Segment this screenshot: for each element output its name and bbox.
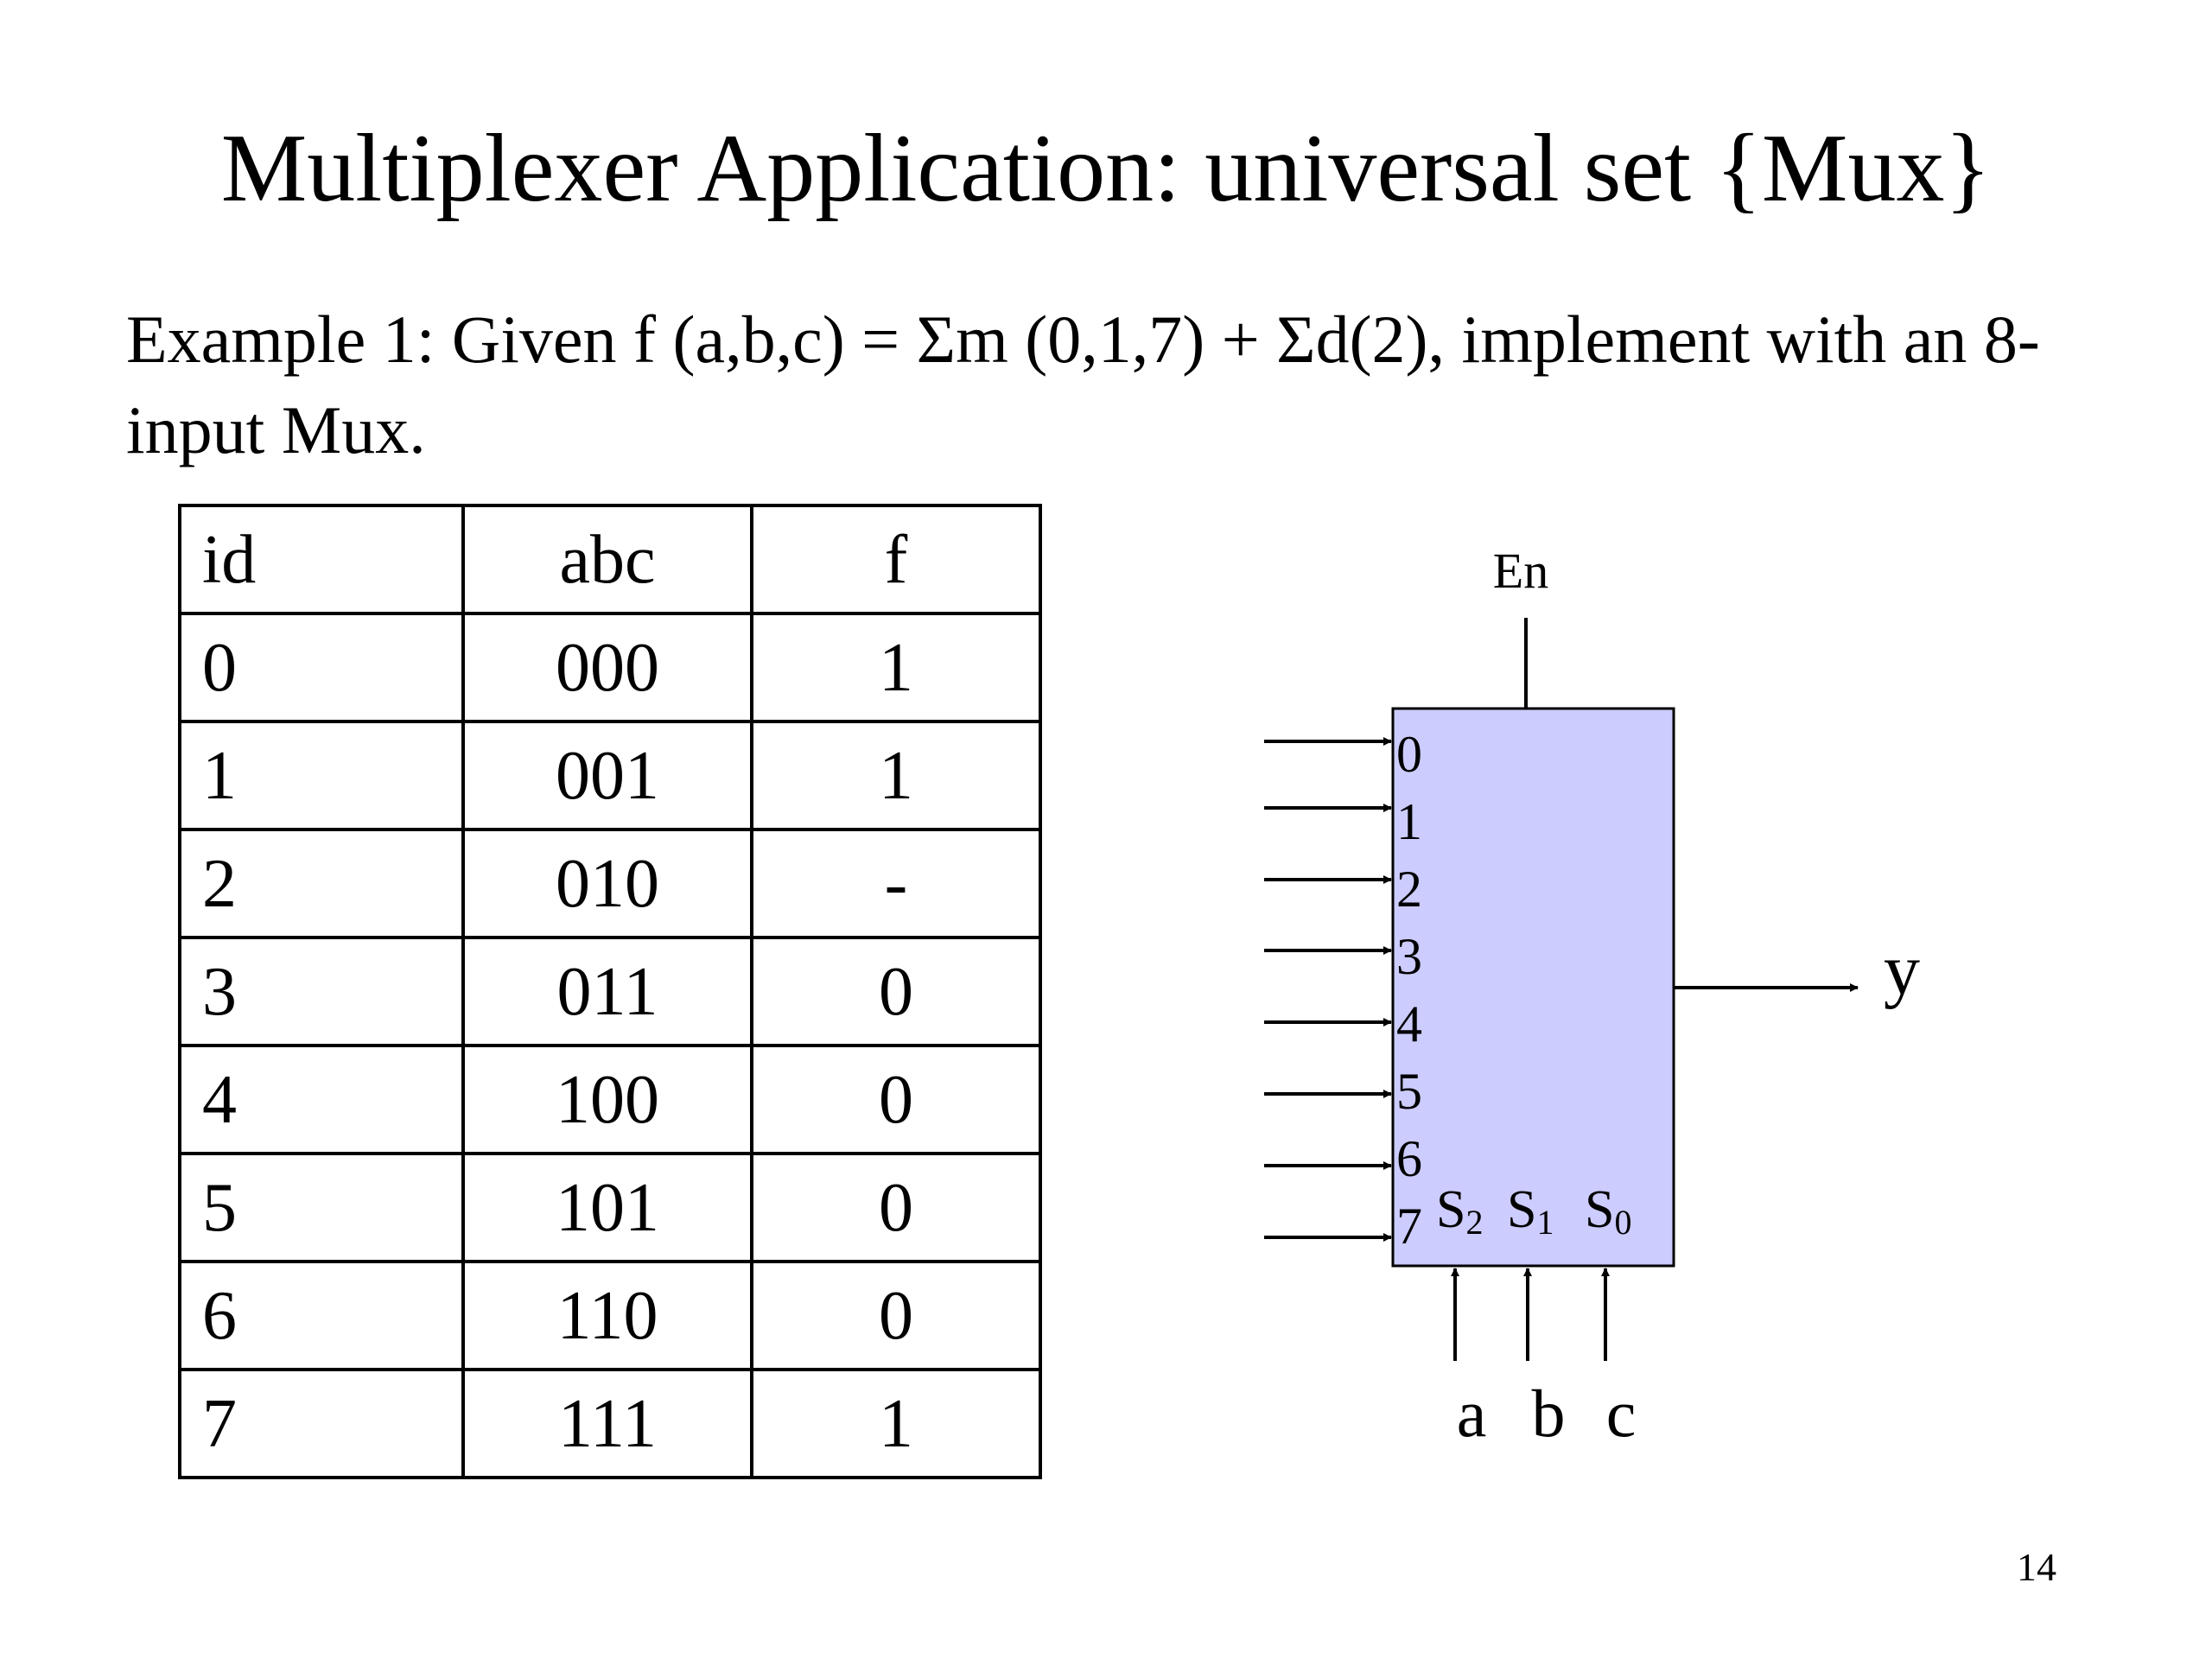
table-row: 0 000 1 <box>178 612 1042 723</box>
data-input-label: 4 <box>1396 995 1422 1052</box>
select-subscript: 0 <box>1614 1203 1631 1242</box>
select-letter: S <box>1507 1180 1536 1239</box>
cell-f: - <box>750 828 1042 939</box>
select-subscript: 1 <box>1536 1203 1554 1242</box>
select-input-a: a <box>1457 1376 1487 1451</box>
header-id: id <box>178 504 465 615</box>
output-label: y <box>1884 930 1920 1010</box>
table-row: 5 101 0 <box>178 1152 1042 1263</box>
select-label: S2 <box>1436 1180 1483 1242</box>
table-row: 6 110 0 <box>178 1260 1042 1371</box>
truth-table: id abc f 0 000 1 1 001 1 2 010 - 3 011 0… <box>178 504 1042 1479</box>
data-input-label: 7 <box>1396 1198 1422 1255</box>
cell-id: 2 <box>178 828 465 939</box>
data-input-label: 3 <box>1396 928 1422 985</box>
select-label: S1 <box>1507 1180 1554 1242</box>
example-problem-text: Example 1: Given f (a,b,c) = Σm (0,1,7) … <box>126 302 2040 467</box>
table-row: 3 011 0 <box>178 936 1042 1047</box>
page-number: 14 <box>2017 1545 2056 1589</box>
cell-id: 3 <box>178 936 465 1047</box>
table-row: 4 100 0 <box>178 1044 1042 1155</box>
cell-abc: 100 <box>461 1044 753 1155</box>
table-header-row: id abc f <box>178 504 1042 615</box>
select-subscript: 2 <box>1465 1203 1483 1242</box>
cell-f: 1 <box>750 612 1042 723</box>
table-row: 1 001 1 <box>178 720 1042 831</box>
cell-id: 4 <box>178 1044 465 1155</box>
cell-abc: 111 <box>461 1368 753 1479</box>
cell-abc: 110 <box>461 1260 753 1371</box>
cell-f: 0 <box>750 936 1042 1047</box>
data-input-label: 5 <box>1396 1063 1422 1120</box>
cell-abc: 101 <box>461 1152 753 1263</box>
data-input-label: 6 <box>1396 1130 1422 1187</box>
cell-f: 1 <box>750 720 1042 831</box>
data-input-label: 2 <box>1396 861 1422 918</box>
table-row: 2 010 - <box>178 828 1042 939</box>
cell-id: 7 <box>178 1368 465 1479</box>
cell-f: 0 <box>750 1044 1042 1155</box>
cell-id: 5 <box>178 1152 465 1263</box>
cell-abc: 001 <box>461 720 753 831</box>
header-f: f <box>750 504 1042 615</box>
cell-f: 0 <box>750 1260 1042 1371</box>
cell-f: 0 <box>750 1152 1042 1263</box>
slide-title: Multiplexer Application: universal set {… <box>220 115 1992 222</box>
select-letter: S <box>1436 1180 1465 1239</box>
header-abc: abc <box>461 504 753 615</box>
cell-id: 6 <box>178 1260 465 1371</box>
data-input-label: 0 <box>1396 726 1422 783</box>
data-input-label: 1 <box>1396 793 1422 850</box>
cell-abc: 011 <box>461 936 753 1047</box>
table-row: 7 111 1 <box>178 1368 1042 1479</box>
cell-id: 1 <box>178 720 465 831</box>
cell-abc: 010 <box>461 828 753 939</box>
mux-body <box>1391 707 1675 1268</box>
cell-id: 0 <box>178 612 465 723</box>
select-label: S0 <box>1585 1180 1631 1242</box>
select-input-c: c <box>1606 1376 1637 1451</box>
select-letter: S <box>1585 1180 1614 1239</box>
select-input-b: b <box>1532 1376 1566 1451</box>
cell-abc: 000 <box>461 612 753 723</box>
cell-f: 1 <box>750 1368 1042 1479</box>
enable-label: En <box>1493 543 1548 599</box>
